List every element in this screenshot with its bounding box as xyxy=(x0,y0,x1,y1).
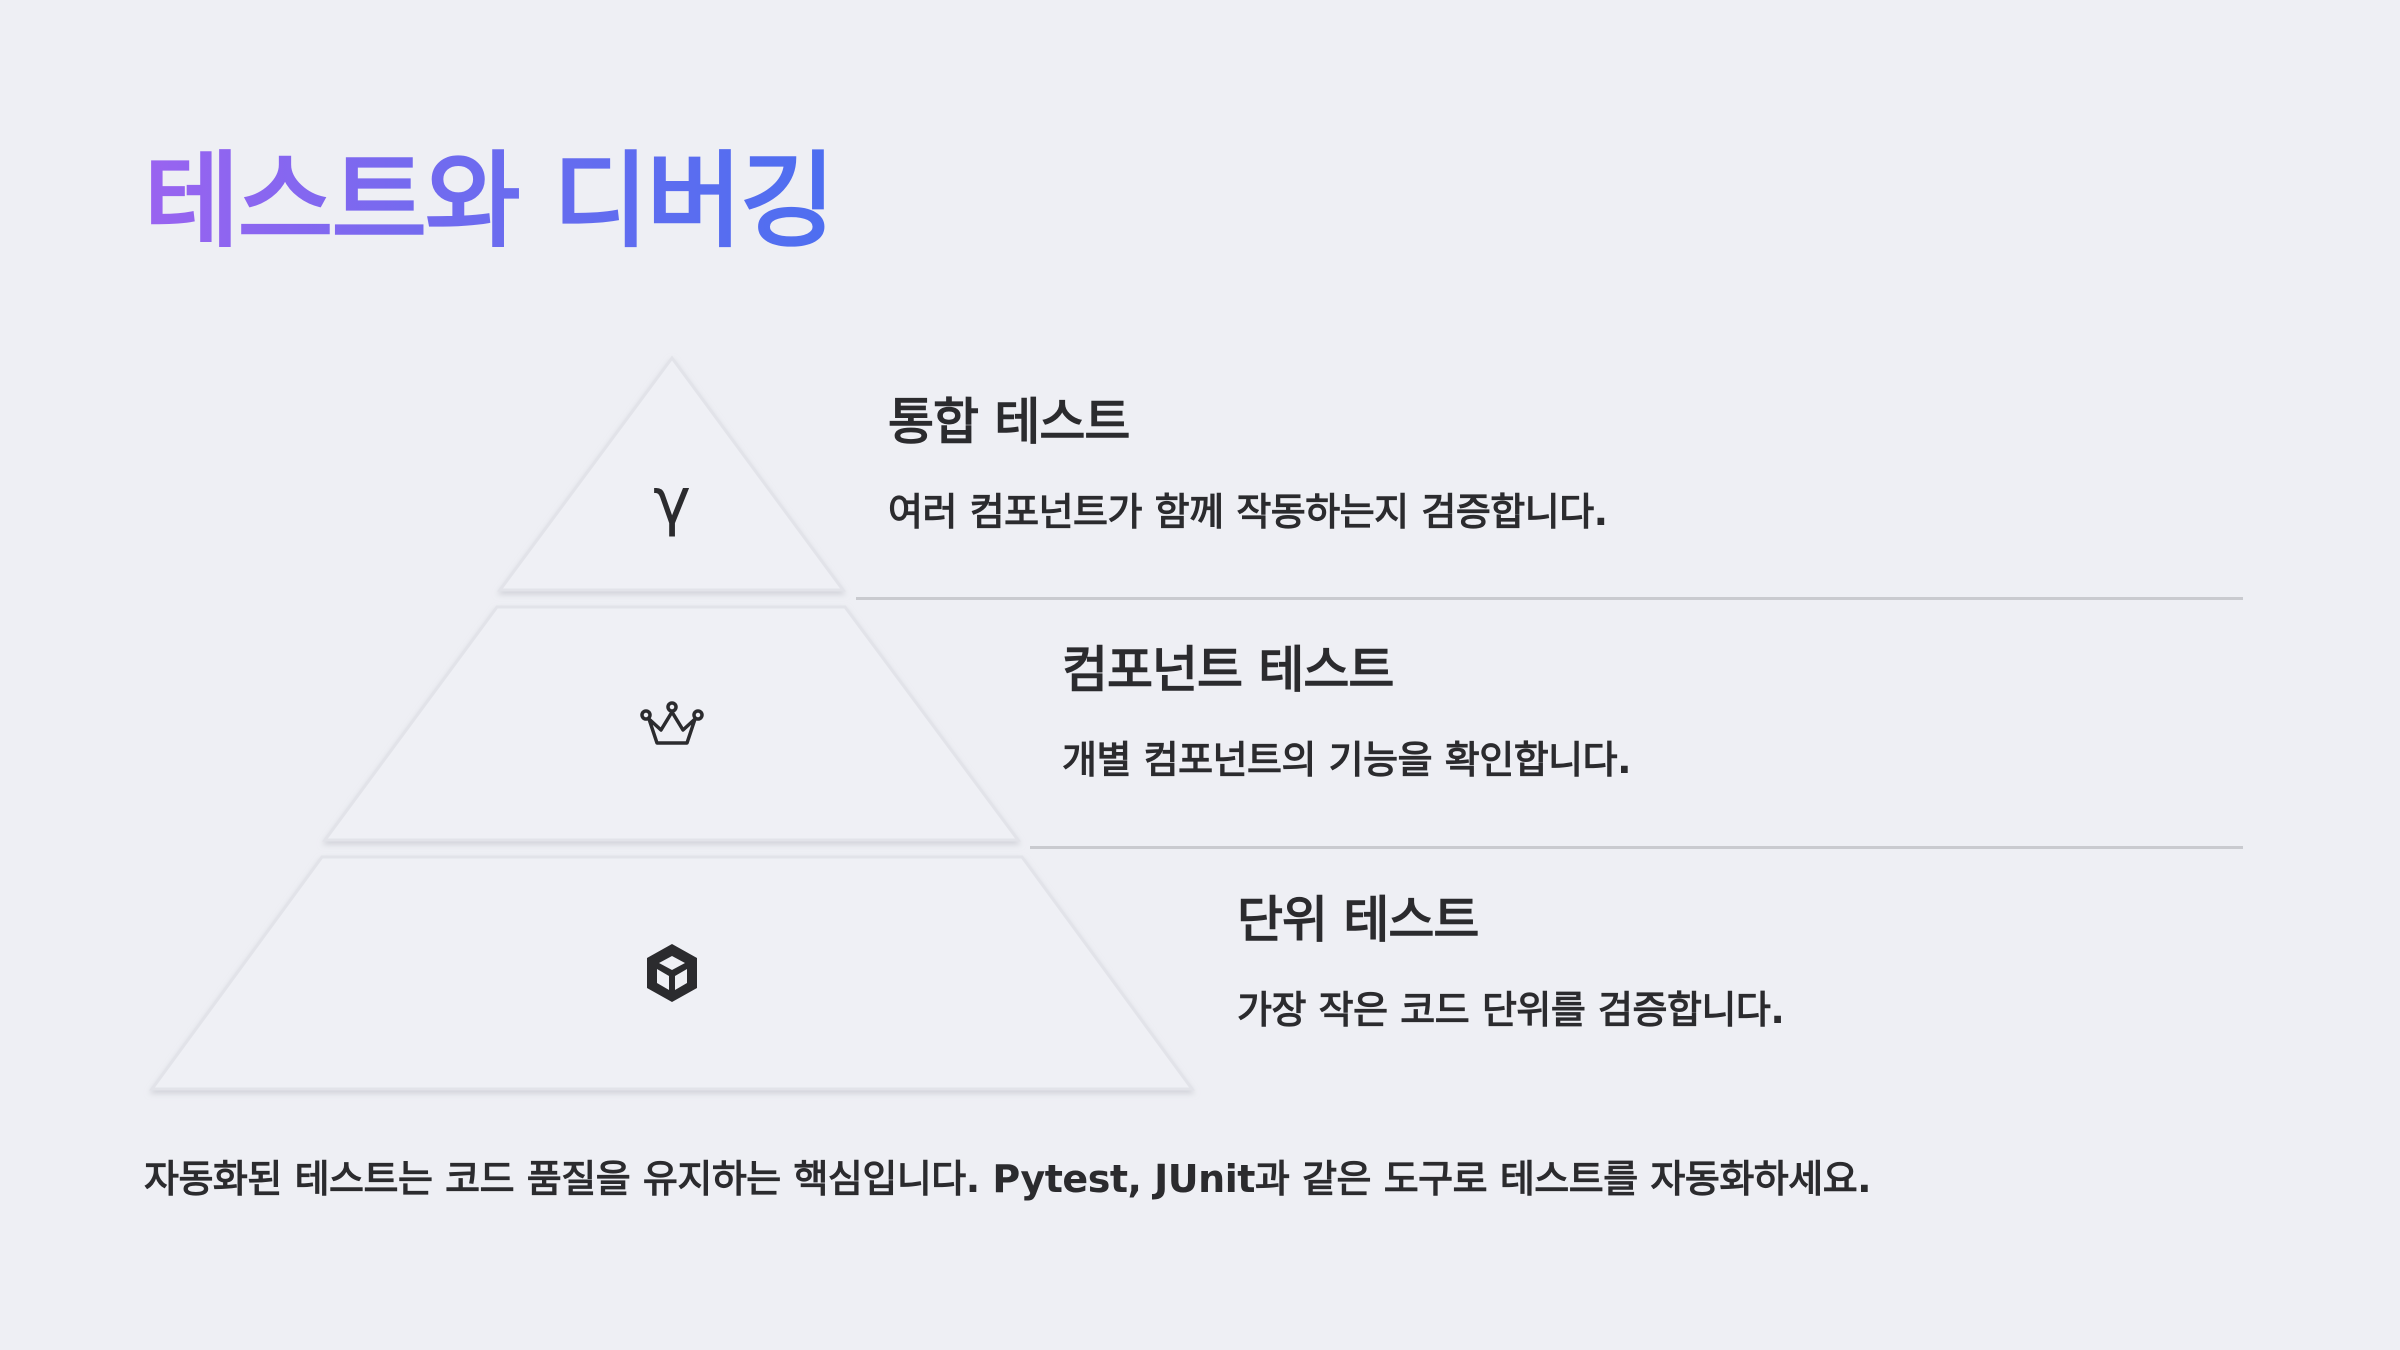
tier-unit: 단위 테스트 가장 작은 코드 단위를 검증합니다. xyxy=(1237,890,1785,1034)
crown-icon xyxy=(632,686,712,766)
tier-component: 컴포넌트 테스트 개별 컴포넌트의 기능을 확인합니다. xyxy=(1062,640,1632,784)
lambda-icon: γ xyxy=(653,465,691,539)
tier-heading: 단위 테스트 xyxy=(1237,891,1479,949)
tier-heading: 통합 테스트 xyxy=(888,393,1130,451)
tier-description: 가장 작은 코드 단위를 검증합니다. xyxy=(1237,988,1785,1032)
pyramid-tier-top xyxy=(497,355,846,592)
unity-icon xyxy=(632,933,712,1013)
divider xyxy=(1030,846,2243,849)
tier-heading: 컴포넌트 테스트 xyxy=(1062,641,1394,699)
footer-note: 자동화된 테스트는 코드 품질을 유지하는 핵심입니다. Pytest, JUn… xyxy=(144,1157,1872,1201)
slide-title: 테스트와 디버깅 xyxy=(144,140,836,262)
divider xyxy=(856,597,2243,600)
tier-integration: 통합 테스트 여러 컴포넌트가 함께 작동하는지 검증합니다. xyxy=(888,392,1608,536)
tier-description: 개별 컴포넌트의 기능을 확인합니다. xyxy=(1062,738,1632,782)
tier-description: 여러 컴포넌트가 함께 작동하는지 검증합니다. xyxy=(888,490,1608,534)
pyramid-tier-middle xyxy=(322,605,1021,842)
